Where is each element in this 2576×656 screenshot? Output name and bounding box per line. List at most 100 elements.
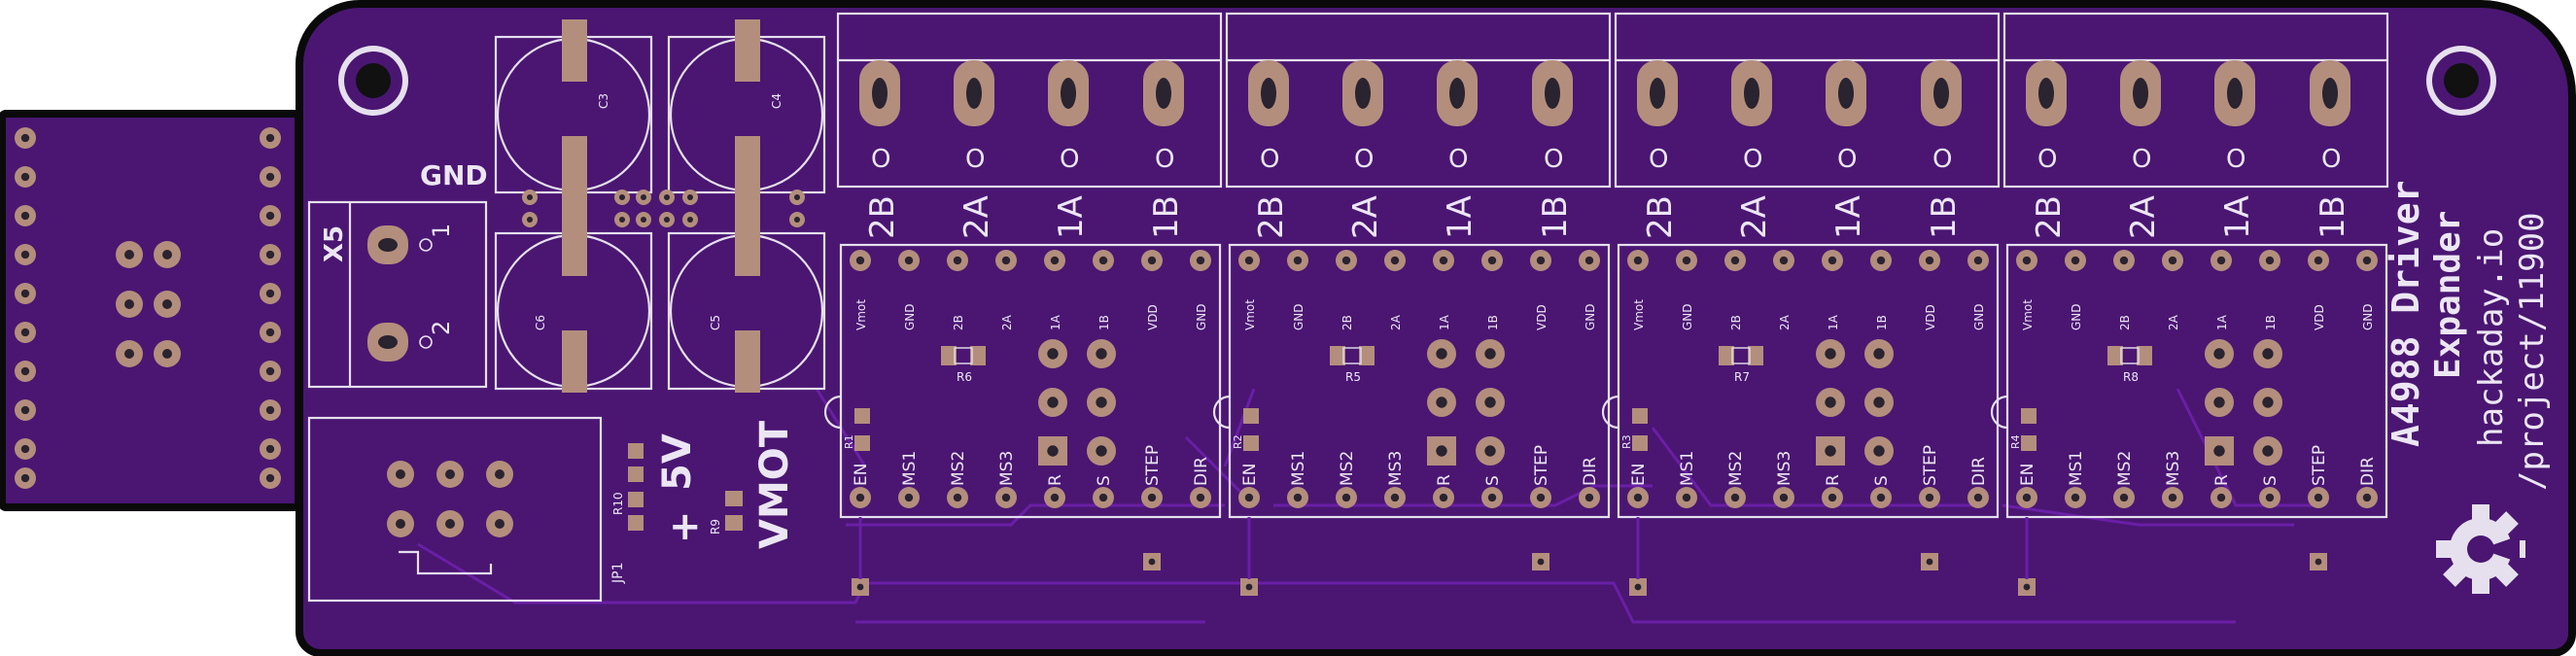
driver-res-label: R7 <box>1734 370 1750 384</box>
left-pin-a <box>15 467 36 489</box>
via <box>614 212 630 227</box>
driver-top-pin <box>2162 250 2183 271</box>
driver-top-pin-label: 2A <box>1778 314 1792 330</box>
driver-top-pin-label: Vmot <box>854 299 868 330</box>
driver-top-pin <box>1627 250 1649 271</box>
via <box>682 190 698 205</box>
left-header-pins <box>15 127 281 489</box>
connector-pin-mark: O <box>2226 145 2245 174</box>
connector-pin-mark: O <box>1743 145 1762 174</box>
driver-top-pin-label: GND <box>2361 303 2375 330</box>
driver-top-pin <box>1336 250 1357 271</box>
connector-pin <box>2120 60 2161 126</box>
test-pad <box>852 578 869 596</box>
driver-jumper-pad <box>1038 339 1067 368</box>
connector-pin-mark: O <box>2037 145 2057 174</box>
vmot-label: VMOT <box>752 420 797 549</box>
connector-pin-mark: O <box>2132 145 2151 174</box>
driver-top-pin-label: 1B <box>1486 315 1500 330</box>
left-pin-b <box>260 467 281 489</box>
driver-bottom-pin-label: EN <box>1629 464 1649 486</box>
connector-pin <box>2214 60 2255 126</box>
driver-jumper-pad <box>1864 339 1894 368</box>
driver-bottom-pin <box>1822 487 1843 508</box>
driver-top-pin <box>1190 250 1211 271</box>
driver-bottom-pin <box>995 487 1017 508</box>
driver-bottom-pin-label: MS3 <box>2164 451 2183 486</box>
cap-label-2: C4 <box>770 93 783 109</box>
driver-top-pin <box>1384 250 1406 271</box>
driver-bottom-pin-label: MS2 <box>2115 451 2135 486</box>
driver-side-res-label: R1 <box>843 434 855 449</box>
connector-pin <box>2026 60 2067 126</box>
connector-pin-mark: O <box>2321 145 2341 174</box>
motor-label-2A: 2A <box>2124 195 2163 239</box>
driver-bottom-pin-label: MS3 <box>1386 451 1406 486</box>
driver-bottom-pin <box>1384 487 1406 508</box>
connector-pin <box>1437 60 1478 126</box>
driver-top-pin-label: VDD <box>2313 304 2326 330</box>
motor-label-2A: 2A <box>957 195 996 239</box>
driver-top-pin-label: Vmot <box>2021 299 2035 330</box>
plus-label: + <box>669 504 702 549</box>
driver-bottom-pin <box>1773 487 1794 508</box>
via <box>614 190 630 205</box>
driver-top-pin <box>1530 250 1551 271</box>
cap-label-4: C5 <box>709 315 722 330</box>
left-pin-b <box>260 244 281 265</box>
driver-bottom-pin-label: STEP <box>2310 445 2329 486</box>
motor-label-2B: 2B <box>2030 195 2069 239</box>
connector-pin-mark: O <box>1060 145 1079 174</box>
driver-jumper-pad <box>1864 388 1894 417</box>
driver-bottom-pin <box>1336 487 1357 508</box>
driver-res-label: R6 <box>957 370 972 384</box>
left-pin-a <box>15 283 36 304</box>
connector-pin <box>1731 60 1772 126</box>
driver-top-pin <box>1044 250 1065 271</box>
driver-bottom-pin <box>1919 487 1940 508</box>
driver-side-res-label: R4 <box>2009 434 2022 449</box>
gnd-label: GND <box>420 159 488 191</box>
driver-top-pin <box>1579 250 1600 271</box>
motor-label-1B: 1B <box>1147 195 1186 239</box>
driver-top-pin-label: 1A <box>1438 314 1451 330</box>
left-pin-b <box>260 322 281 343</box>
x5-label: X5 <box>320 225 349 262</box>
driver-bottom-pin-label: MS2 <box>949 451 968 486</box>
motor-label-1A: 1A <box>1829 195 1868 239</box>
motor-label-1B: 1B <box>1536 195 1575 239</box>
left-pin-b <box>260 166 281 188</box>
driver-bottom-pin-label: STEP <box>1532 445 1551 486</box>
connector-pin-mark: O <box>1649 145 1668 174</box>
connector-pin <box>1532 60 1573 126</box>
motor-label-2B: 2B <box>1641 195 1680 239</box>
driver-jumper-pad <box>1427 388 1456 417</box>
driver-bottom-pin-label: STEP <box>1143 445 1163 486</box>
left-pin-b <box>260 127 281 149</box>
driver-jumper-pad <box>1087 436 1116 466</box>
driver-bottom-pin-label: R <box>1435 474 1454 486</box>
driver-bottom-pin <box>1870 487 1892 508</box>
motor-label-2A: 2A <box>1735 195 1774 239</box>
driver-top-pin <box>1287 250 1308 271</box>
connector-pin <box>1342 60 1383 126</box>
driver-bottom-pin <box>1238 487 1260 508</box>
driver-bottom-pin <box>1967 487 1989 508</box>
driver-top-pin-label: 2A <box>1000 314 1014 330</box>
driver-top-pin <box>995 250 1017 271</box>
left-pin-b <box>260 399 281 421</box>
driver-top-pin-label: Vmot <box>1632 299 1646 330</box>
driver-top-pin <box>1919 250 1940 271</box>
connector-pin-mark: O <box>1837 145 1857 174</box>
driver-bottom-pin <box>2162 487 2183 508</box>
driver-bottom-pin <box>1433 487 1454 508</box>
driver-top-pin <box>1141 250 1163 271</box>
driver-bottom-pin <box>2259 487 2280 508</box>
motor-section-3: O2BO2AO1AO1BVmotENGNDMS12BMS22AMS31AR1BS… <box>1601 12 2001 596</box>
driver-bottom-pin <box>1724 487 1746 508</box>
driver-top-pin-label: GND <box>1681 303 1694 330</box>
driver-res-label: R8 <box>2123 370 2139 384</box>
driver-jumper-pad <box>1864 436 1894 466</box>
connector-pin-mark: O <box>1544 145 1563 174</box>
left-pin-b <box>260 205 281 226</box>
